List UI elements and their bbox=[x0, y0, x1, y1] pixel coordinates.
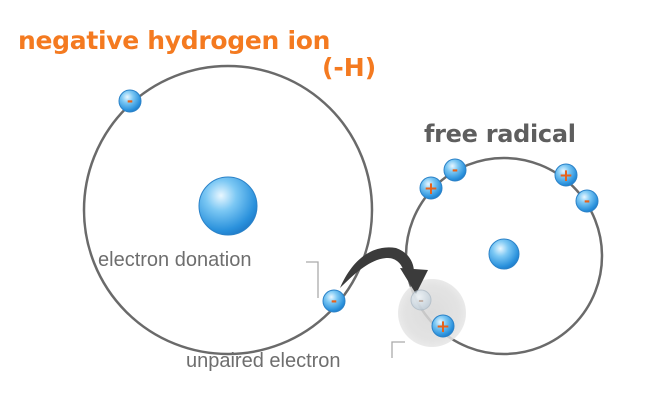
free-radical-title: free radical bbox=[424, 120, 576, 148]
free-radical-electron-1-sign: - bbox=[452, 161, 458, 179]
free-radical-electron-2: - bbox=[575, 189, 599, 213]
free-radical-electron-2-sign: - bbox=[584, 192, 590, 210]
electron-donation-leader bbox=[306, 261, 319, 298]
unpaired-electron-halo bbox=[398, 279, 466, 347]
unpaired-electron-sign: + bbox=[436, 317, 450, 337]
free-radical-electron-1: - bbox=[443, 158, 467, 182]
negative-hydrogen-ion-subtitle: (-H) bbox=[322, 53, 377, 82]
hydrogen-ion-nucleus bbox=[198, 176, 258, 236]
unpaired-electron-leader bbox=[391, 341, 405, 358]
free-radical-nucleus bbox=[488, 238, 520, 270]
hydrogen-ion-orbit bbox=[82, 64, 374, 356]
electron-donated-sign: - bbox=[331, 292, 337, 310]
incoming-electron-ghost-sign: - bbox=[418, 293, 424, 309]
electron-donation-label: electron donation bbox=[98, 249, 252, 271]
free-radical-proton-1-sign: + bbox=[424, 179, 438, 199]
free-radical-proton-2: + bbox=[554, 163, 578, 187]
electron-top: - bbox=[118, 89, 142, 113]
incoming-electron-ghost: - bbox=[410, 289, 432, 311]
donation-arrow-shaft bbox=[340, 247, 414, 288]
free-radical-proton-1: + bbox=[419, 176, 443, 200]
electron-donated: - bbox=[322, 289, 346, 313]
donation-arrow-head bbox=[400, 268, 428, 294]
unpaired-electron-label: unpaired electron bbox=[186, 350, 341, 372]
electron-top-sign: - bbox=[127, 92, 133, 110]
free-radical-proton-2-sign: + bbox=[559, 166, 573, 186]
negative-hydrogen-ion-title: negative hydrogen ion bbox=[18, 26, 331, 55]
unpaired-electron: + bbox=[431, 314, 455, 338]
